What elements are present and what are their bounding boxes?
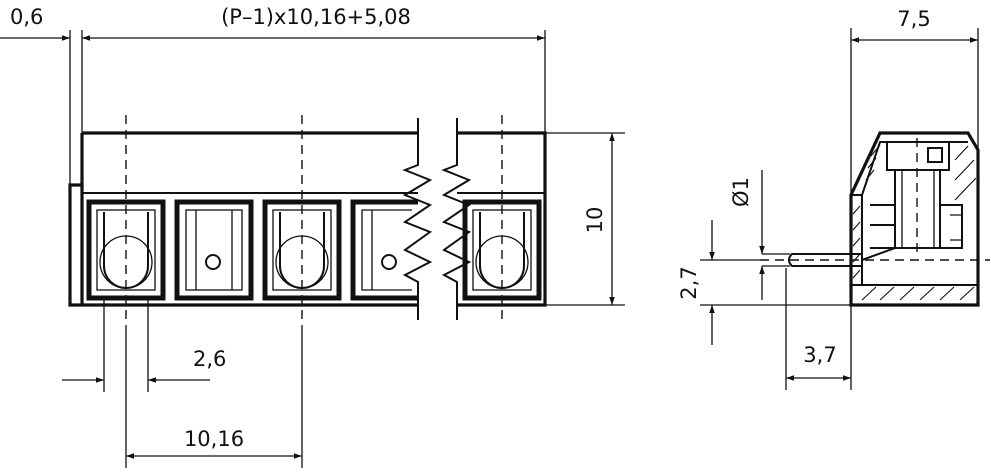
pin-width-label: 2,6 [193,347,226,371]
screw-slot-2 [350,199,418,301]
break-line-left [402,118,433,320]
side-housing-outline [849,131,980,307]
pin-offset-label: 2,7 [677,266,701,299]
front-dimensions: 0,6 (P–1)x10,16+5,08 10 2,6 10,16 [0,5,625,468]
side-clamp-inner [950,214,962,241]
pin-length-label: 3,7 [803,343,836,367]
side-view [760,131,990,307]
side-section-hatching [851,141,978,301]
overhang-label: 0,6 [10,5,43,29]
front-view [68,115,547,325]
break-line-right [441,118,472,320]
side-dimensions: 7,5 Ø1 2,7 3,7 [677,7,979,390]
overall-length-label: (P–1)x10,16+5,08 [221,5,411,29]
side-clamp [861,204,963,261]
screw-slot-1 [174,199,254,301]
pin-diameter-label: Ø1 [729,177,753,207]
height-label: 10 [583,207,607,234]
depth-label: 7,5 [897,7,930,31]
pitch-label: 10,16 [184,427,244,451]
side-pin [760,253,990,267]
side-screw [886,138,950,255]
housing-outline [68,131,547,307]
